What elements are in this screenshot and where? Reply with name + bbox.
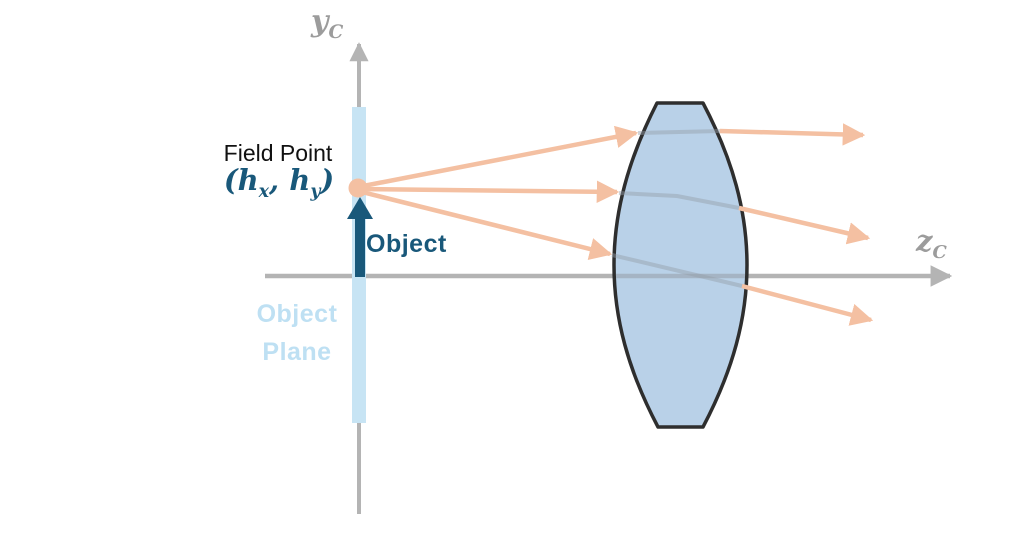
field-point-coordinates: (hx, hy) xyxy=(203,163,355,200)
ray-top-inside-lens xyxy=(637,129,721,135)
coords-hx: h xyxy=(237,163,259,197)
coords-close-paren: ) xyxy=(320,163,335,197)
coords-open-paren: ( xyxy=(223,163,238,197)
z-axis-label: zC xyxy=(916,224,947,261)
lens xyxy=(612,101,749,429)
coords-separator: , xyxy=(269,163,290,197)
ray-middle-exit xyxy=(738,205,871,245)
y-axis-label: yC xyxy=(311,4,343,42)
field-point-title: Field Point xyxy=(223,140,333,166)
ray-bottom-incident xyxy=(357,188,613,261)
coords-hy-sub: y xyxy=(310,181,321,202)
coords-hy: h xyxy=(289,163,311,197)
z-axis-label-sub: C xyxy=(932,241,947,263)
object-plane-label: Object Plane xyxy=(240,295,354,371)
ray-top-incident xyxy=(357,125,639,190)
z-axis-label-main: z xyxy=(916,224,933,258)
ray-top-exit xyxy=(719,123,866,146)
field-point-dot xyxy=(348,178,368,198)
object-arrow-head xyxy=(347,197,373,219)
object-plane-label-line2: Plane xyxy=(262,338,332,366)
y-axis-label-main: y xyxy=(311,4,329,39)
ray-bottom-inside-lens xyxy=(611,253,743,288)
ray-middle-incident xyxy=(357,180,620,204)
y-axis-label-sub: C xyxy=(328,22,344,43)
object-arrow-label: Object xyxy=(366,230,447,258)
object-plane-label-line1: Object xyxy=(256,300,338,328)
coords-hx-sub: x xyxy=(258,181,270,202)
ray-bottom-exit xyxy=(741,283,874,326)
ray-middle-inside-lens xyxy=(618,191,740,210)
